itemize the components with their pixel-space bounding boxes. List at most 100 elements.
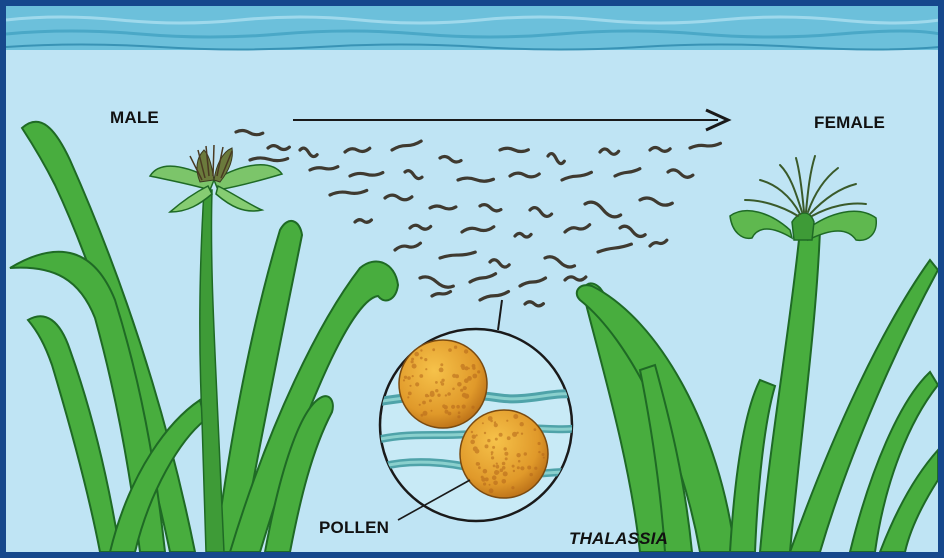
grain-speckle xyxy=(487,439,490,442)
grain-speckle xyxy=(524,452,527,455)
grain-speckle xyxy=(483,482,486,485)
grain-speckle xyxy=(454,346,457,349)
grain-speckle xyxy=(435,389,438,392)
grain-speckle xyxy=(494,422,496,424)
grain-speckle xyxy=(488,416,493,421)
grain-speckle xyxy=(494,423,498,427)
grain-speckle xyxy=(461,366,465,370)
grain-speckle xyxy=(494,470,499,475)
grain-speckle xyxy=(521,433,523,435)
grain-speckle xyxy=(432,348,435,351)
grain-speckle xyxy=(460,389,463,392)
grain-speckle xyxy=(513,470,515,472)
grain-speckle xyxy=(472,435,476,439)
grain-speckle xyxy=(534,467,537,470)
pollen-strand xyxy=(690,143,720,148)
pollen-strands xyxy=(236,130,720,305)
pollen-strand xyxy=(392,141,421,150)
grain-speckle xyxy=(503,471,508,476)
grain-speckle xyxy=(478,466,481,469)
water-surface xyxy=(6,6,938,50)
grain-speckle xyxy=(483,469,488,474)
grain-speckle xyxy=(409,385,411,387)
pollen-strand xyxy=(650,148,670,152)
grain-speckle xyxy=(477,370,480,373)
grain-speckle xyxy=(496,463,498,465)
grain-speckle xyxy=(448,348,452,352)
pollen-strand xyxy=(500,148,528,151)
pollen-strand xyxy=(236,130,263,134)
pollen-strand xyxy=(410,225,431,229)
pollen-strand xyxy=(600,149,619,154)
pollen-strand xyxy=(430,206,456,209)
grain-speckle xyxy=(429,399,432,402)
grain-speckle xyxy=(472,366,475,369)
pollen-grain xyxy=(460,410,548,498)
male-flower xyxy=(150,145,282,212)
grain-speckle xyxy=(492,475,497,480)
grain-speckle xyxy=(534,428,537,431)
pollen-strand xyxy=(640,198,672,205)
grain-speckle xyxy=(457,382,462,387)
grain-speckle xyxy=(493,465,496,468)
female-flower xyxy=(730,156,876,240)
grain-speckle xyxy=(462,405,466,409)
pollen-strand xyxy=(405,171,422,179)
pollen-strand xyxy=(548,154,564,164)
grain-speckle xyxy=(482,422,484,424)
grain-speckle xyxy=(512,465,515,468)
pollen-strand xyxy=(565,225,590,232)
pollen-strand xyxy=(432,292,450,296)
male-stalk xyxy=(200,190,224,552)
pollen-strand xyxy=(510,173,539,177)
grain-speckle xyxy=(520,422,524,426)
pollen-strand xyxy=(440,157,461,162)
grain-speckle xyxy=(424,358,427,361)
grain-speckle xyxy=(543,457,545,459)
grain-speckle xyxy=(542,453,545,456)
grain-speckle xyxy=(495,438,498,441)
grain-speckle xyxy=(404,376,407,379)
pollen-strand xyxy=(385,195,412,200)
grain-speckle xyxy=(485,444,489,448)
grain-speckle xyxy=(407,376,411,380)
grain-speckle xyxy=(512,432,517,437)
grain-speckle xyxy=(489,484,491,486)
grain-speckle xyxy=(419,374,423,378)
pollen-strand xyxy=(300,148,317,156)
grain-speckle xyxy=(431,410,433,412)
grain-speckle xyxy=(491,456,494,459)
grain-speckle xyxy=(511,486,514,489)
grain-speckle xyxy=(470,440,475,445)
pollen-strand xyxy=(330,190,367,195)
pollen-magnifier xyxy=(376,300,580,521)
grain-speckle xyxy=(489,488,494,493)
grain-speckle xyxy=(455,374,459,378)
grain-speckle xyxy=(440,381,442,383)
pollen-strand xyxy=(345,148,370,152)
pollen-strand xyxy=(440,252,475,258)
grain-speckle xyxy=(496,465,500,469)
grain-speckle xyxy=(518,460,521,463)
pollen-strand xyxy=(462,227,494,232)
pollen-strand xyxy=(545,257,575,267)
grain-speckle xyxy=(430,392,435,397)
pollen-strand xyxy=(490,260,509,267)
grain-speckle xyxy=(472,374,477,379)
grain-speckle xyxy=(411,360,414,363)
grain-speckle xyxy=(420,349,422,351)
grain-speckle xyxy=(475,449,480,454)
grain-speckle xyxy=(476,434,478,436)
grain-speckle xyxy=(412,375,414,377)
pollen-strand xyxy=(350,173,383,176)
grain-speckle xyxy=(419,404,421,406)
pollen-strand xyxy=(250,158,288,161)
male-plant xyxy=(10,122,398,552)
pollen-strand xyxy=(515,233,531,237)
grain-speckle xyxy=(538,451,540,453)
pollen-strand xyxy=(650,240,667,246)
grain-speckle xyxy=(427,395,429,397)
grain-speckle xyxy=(484,432,486,434)
grain-speckle xyxy=(425,368,427,370)
grain-speckle xyxy=(507,436,511,440)
